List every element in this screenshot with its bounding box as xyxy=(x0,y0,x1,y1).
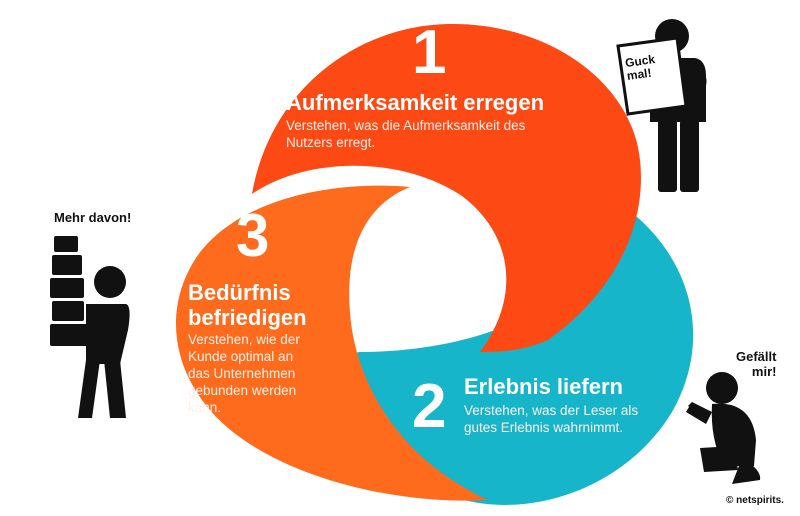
step-2-description-line: Verstehen, was der Leser als xyxy=(464,403,639,418)
kneeling-caption-line: mir! xyxy=(751,363,777,379)
step-3-title: Bedürfnis befriedigen xyxy=(188,280,307,331)
box-carrier-caption: Mehr davon! xyxy=(54,210,132,225)
sign-text: Guck mal! xyxy=(624,52,657,83)
step-1-description-line: Verstehen, was die Aufmerksamkeit des xyxy=(286,118,526,133)
step-3-title-line: befriedigen xyxy=(188,305,307,331)
sign-board-icon xyxy=(616,36,688,116)
step-3-title-line: Bedürfnis xyxy=(188,280,291,305)
step-3-description-line: Kunde optimal an xyxy=(188,348,294,364)
kneeling-caption: Gefällt mir! xyxy=(736,349,777,380)
kneeling-caption-line: Gefällt xyxy=(736,349,777,364)
segment-3-shape xyxy=(175,185,488,501)
step-3-description-line: das Unternehmen xyxy=(188,365,296,381)
credit: © netspirits. xyxy=(726,495,784,506)
step-1-title: Aufmerksamkeit erregen xyxy=(286,90,545,115)
step-3-description: Verstehen, wie der Kunde optimal an das … xyxy=(188,332,300,416)
step-3-description-line: gebunden werden xyxy=(188,382,297,398)
step-2-title: Erlebnis liefern xyxy=(464,374,623,399)
step-3-description-line: Verstehen, wie der xyxy=(188,332,300,347)
step-1-number: 1 xyxy=(412,18,447,87)
box-carrier-figure xyxy=(50,236,130,418)
step-3-description-line: kann. xyxy=(188,399,222,415)
segment-1-shape xyxy=(252,23,641,353)
step-1-description: Verstehen, was die Aufmerksamkeit des Nu… xyxy=(286,118,525,152)
step-2-number: 2 xyxy=(412,372,447,441)
step-3-number: 3 xyxy=(236,202,270,269)
step-2-description-line: gutes Erlebnis wahrnimmt. xyxy=(464,419,624,435)
kneeling-figure xyxy=(686,372,761,484)
step-1-description-line: Nutzers erregt. xyxy=(286,134,376,150)
step-2-description: Verstehen, was der Leser als gutes Erleb… xyxy=(464,403,638,437)
